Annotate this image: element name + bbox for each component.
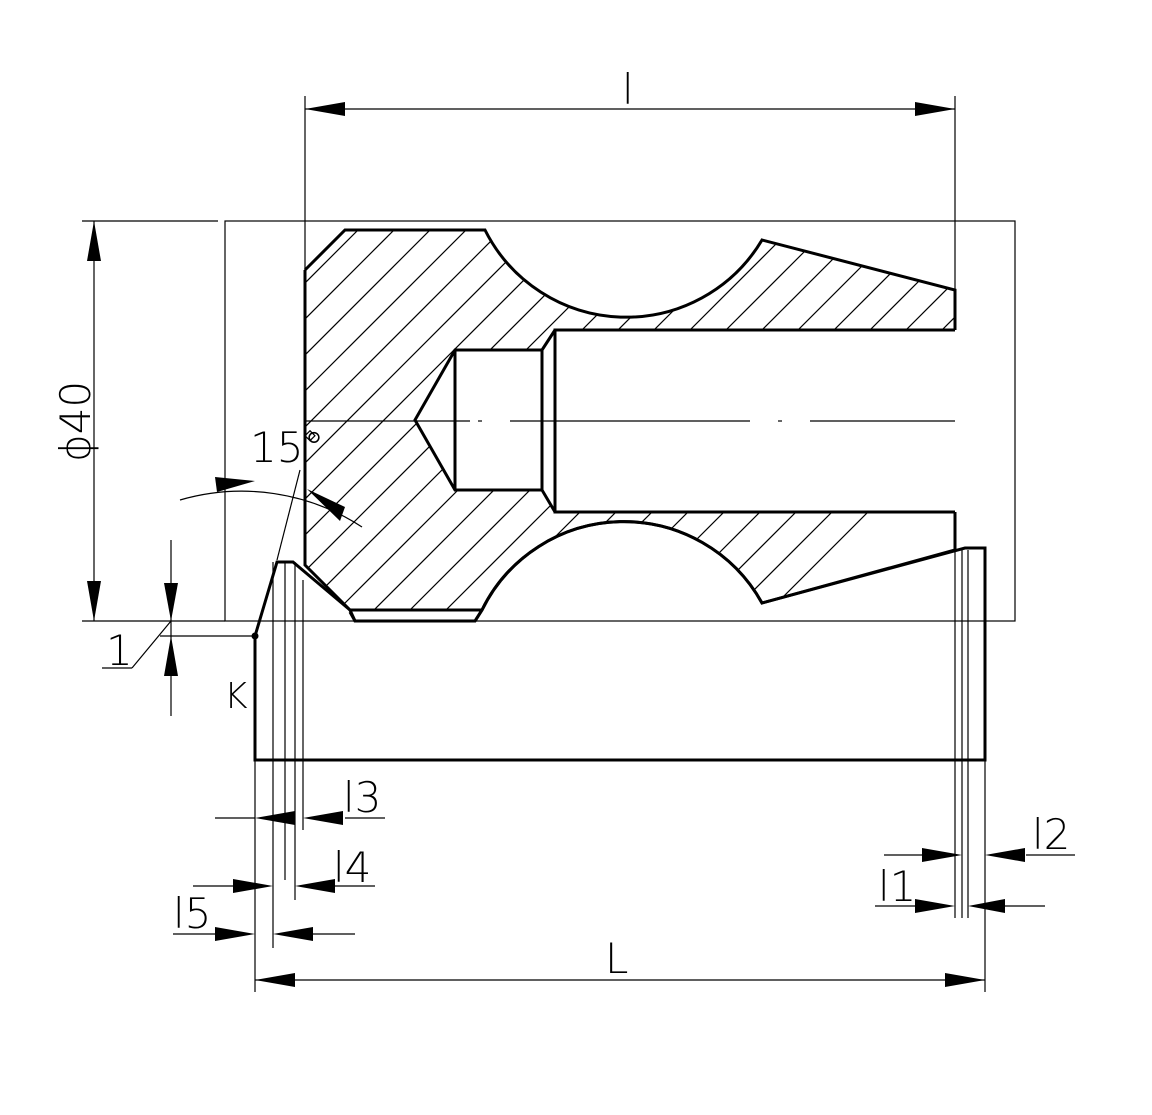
blank-outline <box>224 220 1016 622</box>
workpiece-section-outline <box>303 228 957 612</box>
hatch-line <box>305 230 605 610</box>
hatch-line <box>549 230 955 610</box>
diameter-label: ϕ40 <box>51 381 100 462</box>
hatch-line <box>305 230 497 610</box>
hatch-line <box>369 230 821 610</box>
chamfer-label: 1 <box>106 626 133 675</box>
hatch-line <box>305 230 461 610</box>
angle-label: 15° <box>250 423 324 472</box>
angle-mark <box>304 429 316 442</box>
hatch-line <box>305 230 713 610</box>
l5-label: l5 <box>173 889 211 938</box>
base-groove <box>348 609 484 623</box>
hatch-line <box>0 200 280 650</box>
dimension-lines <box>93 108 1075 981</box>
hatch-line <box>621 230 955 610</box>
length-label-top: l <box>622 65 634 114</box>
hatch-line <box>305 230 533 610</box>
hatch-line <box>0 200 244 650</box>
hatch-line <box>305 230 389 610</box>
l2-label: l2 <box>1032 810 1070 859</box>
hatch-line <box>305 230 749 610</box>
hatch-line <box>657 230 955 610</box>
l3-label: l3 <box>343 773 381 822</box>
hatch-line <box>729 230 955 610</box>
hatch-line <box>477 230 929 610</box>
extension-lines <box>82 96 986 992</box>
hatch-line <box>513 230 955 610</box>
cutting-tool-outline <box>253 520 987 762</box>
hatch-line <box>333 230 785 610</box>
arrowheads <box>87 102 1025 987</box>
section-hatching <box>0 200 955 650</box>
hatch-line <box>305 230 569 610</box>
hatch-line <box>0 200 208 650</box>
hatch-line <box>693 230 955 610</box>
length-label-bottom: L <box>605 934 628 983</box>
l1-label: l1 <box>878 862 916 911</box>
hatch-line <box>305 230 425 610</box>
point-k-label: K <box>224 676 248 717</box>
hatch-line <box>405 230 857 610</box>
l4-label: l4 <box>333 843 371 892</box>
